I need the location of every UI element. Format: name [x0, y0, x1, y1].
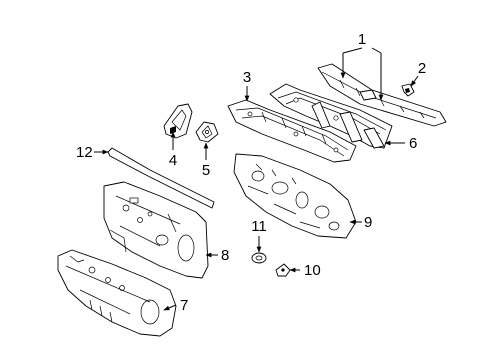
callout-1: 1: [358, 31, 366, 48]
part-3-cowl-panel: [227, 99, 357, 163]
part-5-bracket: [195, 121, 219, 143]
part-6-cowl-reinforcement: [269, 83, 393, 149]
part-12-seal: [107, 147, 215, 209]
callout-5: 5: [202, 162, 210, 179]
callouts: 1 2 3 4 5 6 7 8 9 10 11 12: [76, 31, 426, 314]
leader-2: [410, 75, 419, 87]
callout-8: 8: [221, 247, 229, 264]
callout-2: 2: [418, 60, 426, 77]
part-4-bracket: [163, 103, 193, 139]
leader-lines: [94, 47, 419, 311]
part-7-lower-dash-panel: [57, 249, 177, 337]
part-11-grommet: [251, 252, 267, 264]
leader-1b: [371, 47, 382, 54]
callout-7: 7: [180, 297, 188, 314]
part-8-dash-panel: [103, 181, 209, 279]
callout-10: 10: [304, 262, 321, 279]
leader-7: [163, 304, 177, 311]
part-10-clip: [275, 263, 291, 277]
part-9-insulator: [233, 153, 357, 239]
callout-9: 9: [364, 214, 372, 231]
part-2-clip: [401, 83, 415, 97]
callout-6: 6: [409, 135, 417, 152]
callout-12: 12: [76, 144, 93, 161]
leader-1a: [342, 47, 363, 54]
callout-3: 3: [243, 69, 251, 86]
callout-11: 11: [251, 218, 267, 235]
callout-4: 4: [169, 152, 177, 169]
